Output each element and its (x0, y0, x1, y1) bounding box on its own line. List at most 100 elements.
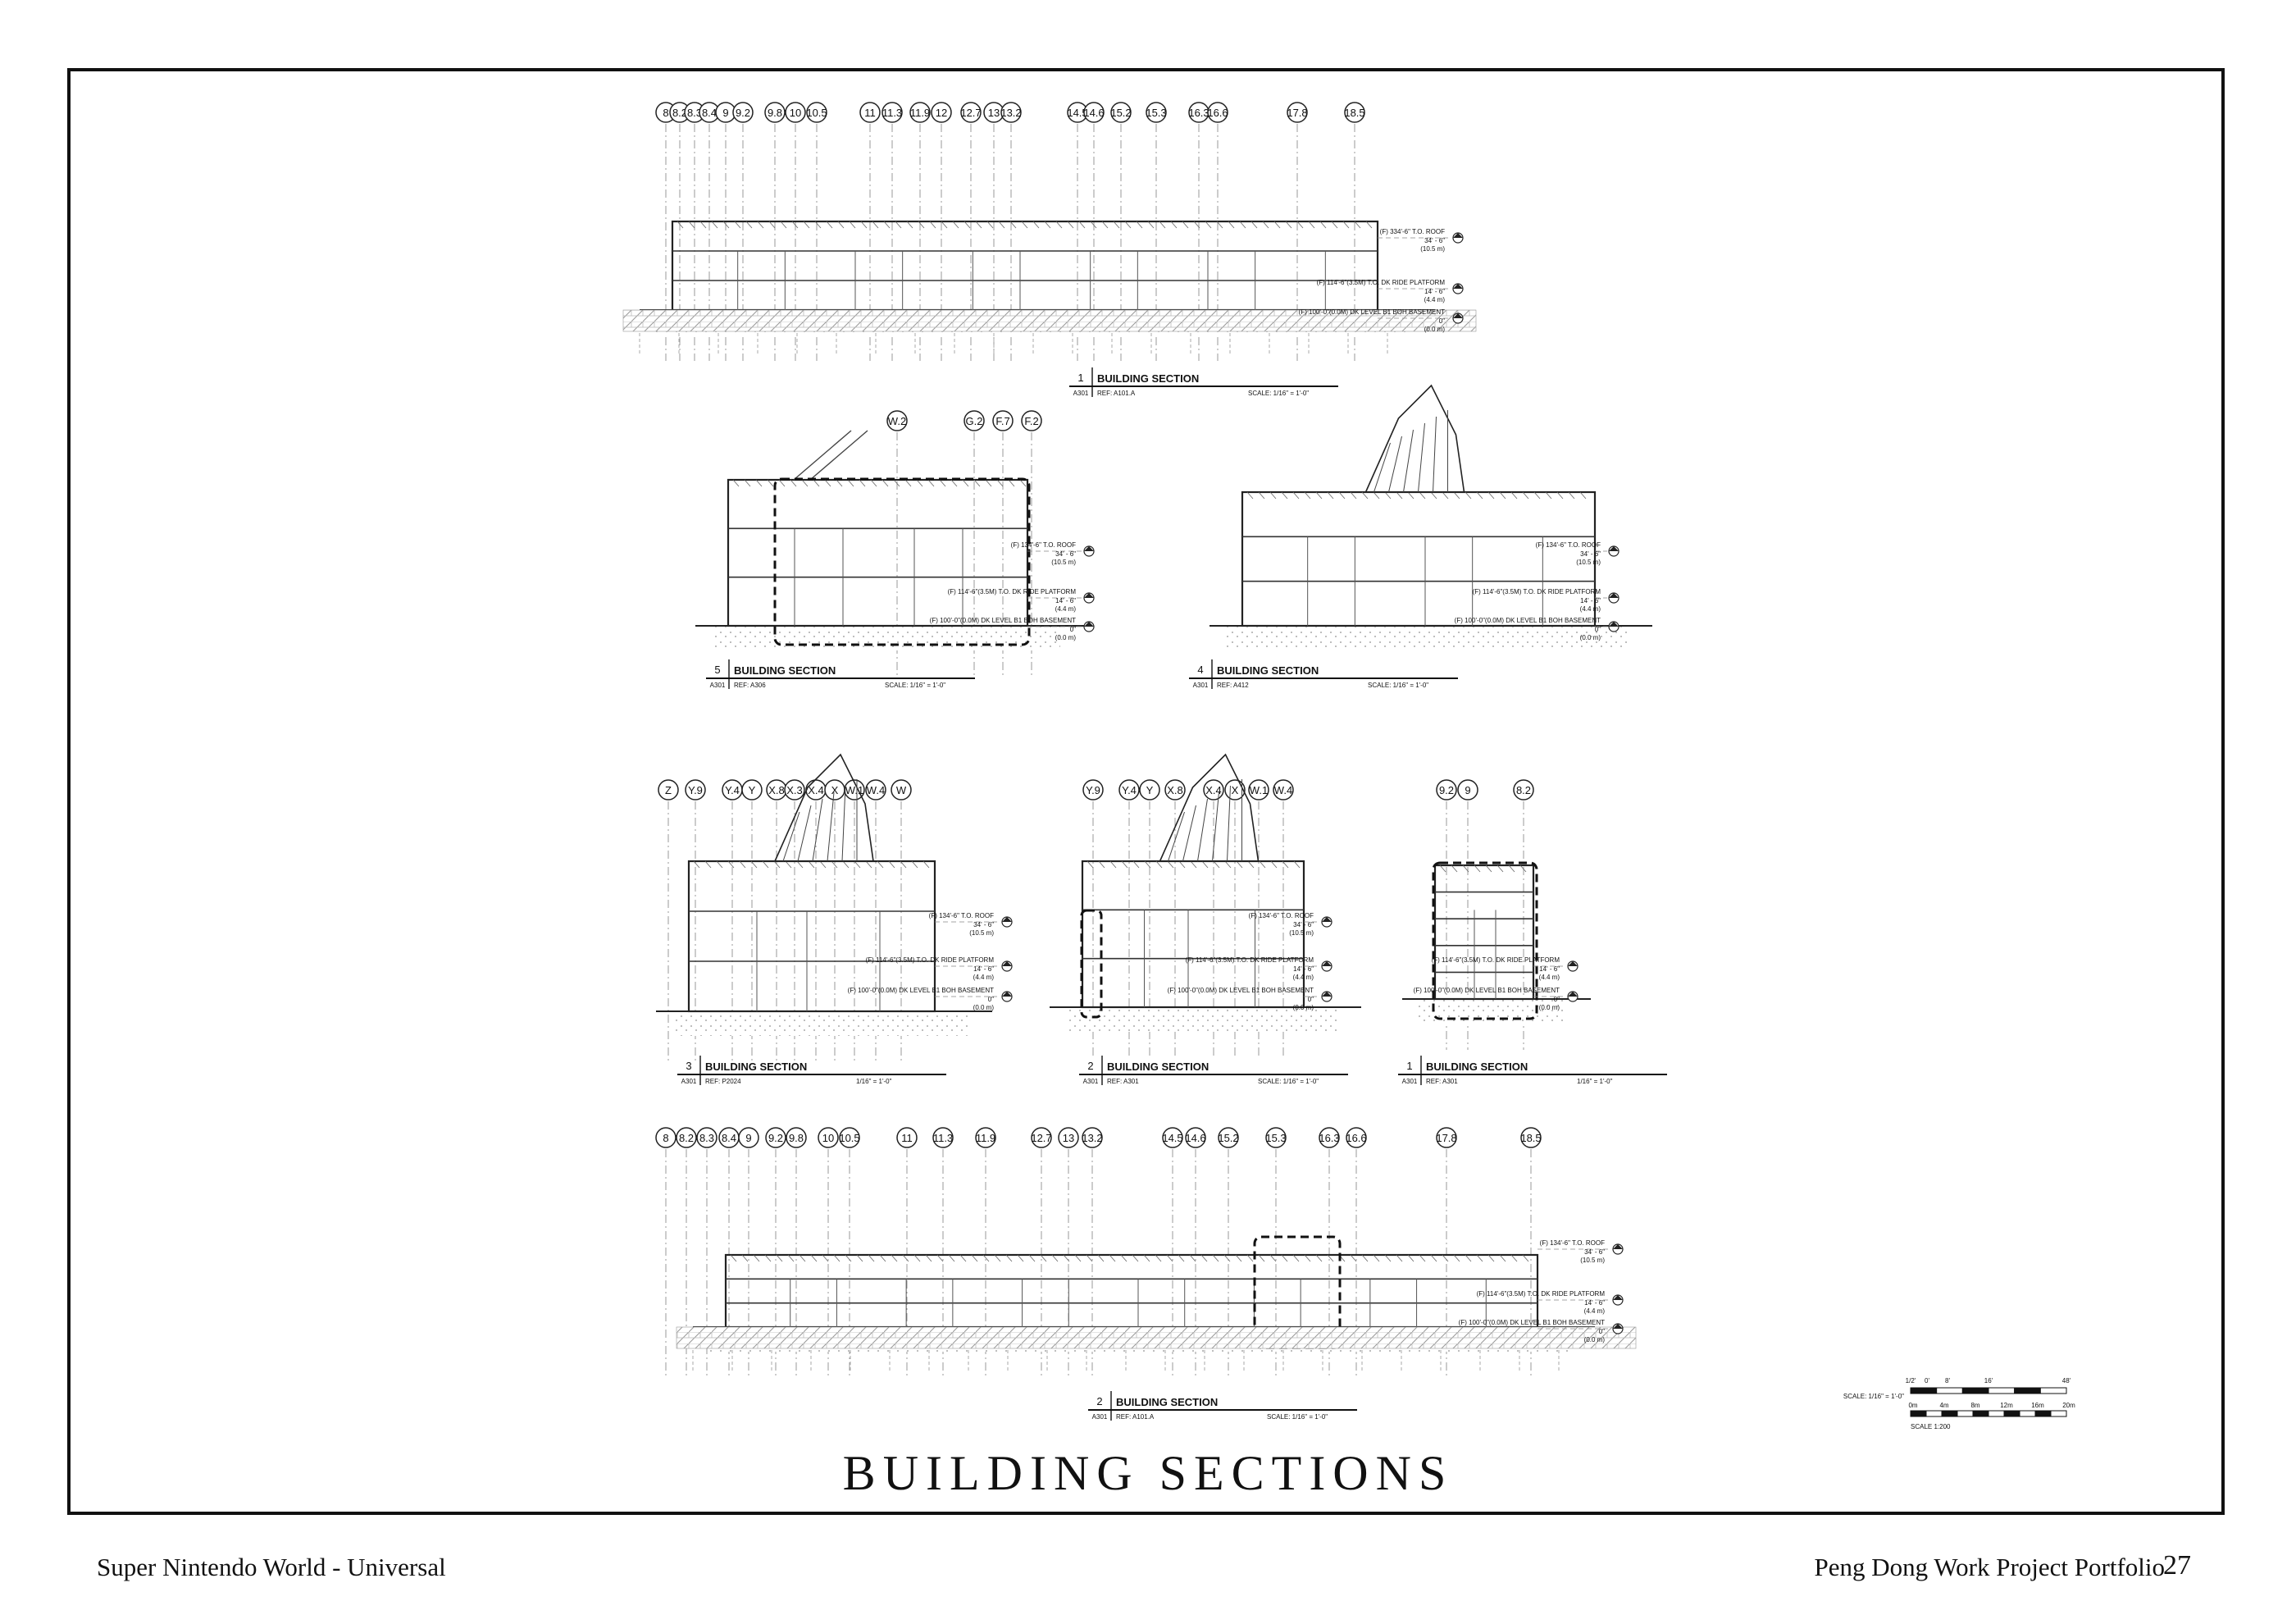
roof-truss (824, 479, 831, 487)
grid-label: F.2 (1024, 415, 1038, 427)
grid-label: W.4 (1274, 784, 1292, 796)
grid-bubble (1319, 1127, 1340, 1148)
portfolio-name: Peng Dong Work Project Portfolio (1814, 1553, 2165, 1581)
roof-truss (1519, 864, 1527, 873)
roof-truss (1109, 860, 1117, 869)
section-ref: REF: A301 (1107, 1078, 1139, 1085)
grid-bubble (1218, 1127, 1239, 1148)
scale-metric-tick: 0m (1908, 1402, 1917, 1409)
scale-segment (2039, 1387, 2067, 1394)
section-title: BUILDING SECTION (1116, 1396, 1218, 1408)
roof-truss (1109, 1254, 1116, 1262)
grid-bubble (806, 102, 827, 123)
roof-truss (796, 860, 804, 869)
level-metric: (4.4 m) (1055, 605, 1077, 613)
roof-truss (849, 221, 856, 229)
grid-label: 16.3 (1319, 1132, 1339, 1144)
scale-segment (1910, 1410, 1927, 1417)
level-label: (F) 100'-0"(0.0M) DK LEVEL B1 BOH BASEME… (1455, 617, 1601, 624)
roof-truss (810, 1254, 818, 1262)
roof-truss (941, 221, 948, 229)
grid-label: 11.9 (910, 107, 930, 119)
grid-bubble (658, 779, 679, 801)
roof-truss (741, 1254, 749, 1262)
roof-truss (836, 479, 843, 487)
section-scale: SCALE: 1/16" = 1'-0" (1368, 682, 1428, 689)
roof-truss (787, 1254, 795, 1262)
roof-truss (808, 860, 815, 869)
roof-truss (1005, 1254, 1013, 1262)
roof-truss (1074, 1254, 1082, 1262)
structure-member (797, 805, 812, 862)
section-ref: REF: A412 (1217, 682, 1249, 689)
grid-label: 9.2 (1439, 784, 1454, 796)
level-marker-fill (1609, 593, 1619, 598)
page-number: 27 (2163, 1550, 2191, 1581)
structure-member (1197, 798, 1208, 862)
section-sheet: A301 (1073, 390, 1089, 397)
structure-member (793, 430, 852, 481)
roof-truss (1055, 221, 1063, 229)
level-sub: 0" (1595, 626, 1601, 633)
level-sub: 14' - 6" (973, 965, 994, 973)
level-sub: 34' - 6" (973, 921, 994, 928)
level-metric: (4.4 m) (1293, 974, 1314, 981)
grid-bubble (839, 1127, 860, 1148)
grid-bubble (882, 102, 903, 123)
roof-truss (1442, 1254, 1449, 1262)
roof-truss (750, 860, 758, 869)
grid-label: 11.9 (976, 1132, 995, 1144)
roof-truss (753, 1254, 760, 1262)
ground-fill (672, 1011, 968, 1036)
grid-label: 8 (663, 107, 668, 119)
roof-truss (1032, 221, 1040, 229)
grid-label: 10.5 (806, 107, 827, 119)
level-metric: (0.0 m) (1424, 326, 1446, 333)
roof-truss (986, 221, 994, 229)
section-ref: REF: A306 (734, 682, 766, 689)
roof-truss (860, 221, 868, 229)
roof-truss (1236, 860, 1243, 869)
grid-bubble (1164, 779, 1186, 801)
roof-truss (676, 221, 684, 229)
grid-bubble (1457, 779, 1478, 801)
level-metric: (4.4 m) (1580, 605, 1601, 613)
roof-truss (1201, 860, 1209, 869)
grid-bubble (975, 1127, 996, 1148)
grid-label: 13.2 (1082, 1132, 1102, 1144)
roof-truss (837, 221, 845, 229)
roof-truss (1350, 491, 1357, 500)
grid-label: F.7 (995, 415, 1009, 427)
roof-truss (1304, 491, 1311, 500)
level-metric: (0.0 m) (1539, 1004, 1560, 1011)
building-outline (671, 220, 1379, 312)
roof-truss (994, 1254, 1001, 1262)
grid-label: 9.2 (768, 1132, 783, 1144)
roof-truss (730, 1254, 737, 1262)
grid-label: 13.2 (1000, 107, 1021, 119)
grid-bubble (1185, 1127, 1206, 1148)
roof-truss (693, 860, 700, 869)
section-scale: SCALE: 1/16" = 1'-0" (885, 682, 945, 689)
level-marker-fill (1613, 1244, 1623, 1249)
roof-truss (1040, 1254, 1047, 1262)
grid-label: 11 (901, 1132, 913, 1144)
level-marker-fill (1453, 284, 1463, 289)
grid-bubble (741, 779, 763, 801)
roof-truss (868, 1254, 875, 1262)
roof-truss (1239, 221, 1246, 229)
grid-bubble (891, 779, 912, 801)
callout-boundary (773, 477, 1031, 646)
roof-truss (1147, 221, 1155, 229)
roof-truss (1453, 491, 1460, 500)
grid-label: 8.2 (1516, 784, 1531, 796)
roof-truss (1327, 1254, 1334, 1262)
roof-truss (1178, 1254, 1185, 1262)
level-sub: 34' - 6" (1580, 550, 1601, 558)
roof-truss (1132, 1254, 1139, 1262)
roof-truss (1120, 1254, 1128, 1262)
scale-segment (1961, 1387, 1989, 1394)
roof-truss (1028, 1254, 1036, 1262)
roof-truss (1086, 1254, 1093, 1262)
